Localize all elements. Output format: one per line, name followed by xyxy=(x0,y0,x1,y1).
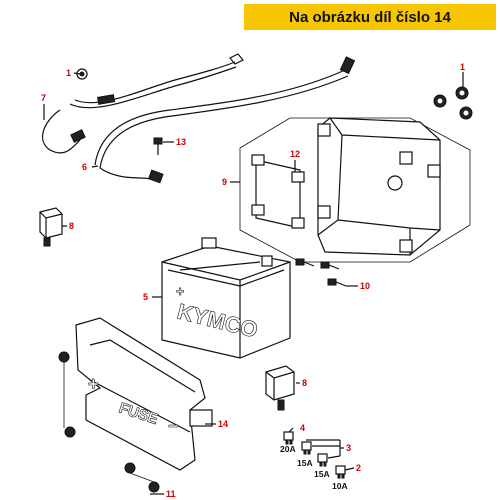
bolts-10 xyxy=(295,258,347,287)
callout-11: 11 xyxy=(166,489,176,499)
part-number-banner: Na obrázku díl číslo 14 xyxy=(244,4,496,30)
nuts-1-right xyxy=(433,86,473,120)
callout-10-bolts: 10 xyxy=(360,281,370,291)
callout-12: 12 xyxy=(290,149,300,159)
screws-11 xyxy=(58,351,160,493)
callout-2: 2 xyxy=(356,463,361,473)
callout-8-left: 8 xyxy=(69,221,74,231)
callout-9: 9 xyxy=(222,177,227,187)
callout-3: 3 xyxy=(346,443,351,453)
callout-1-left: 1 xyxy=(66,68,71,78)
leader-lines xyxy=(43,72,464,495)
battery-cable-7 xyxy=(42,53,244,154)
fuse-rating-20a: 20A xyxy=(280,444,296,454)
mount-plates-12 xyxy=(251,154,305,229)
relay-8-left xyxy=(39,207,63,247)
fuse-bracket-14: + FUSE − xyxy=(75,317,213,471)
callout-4: 4 xyxy=(300,423,305,433)
callout-14: 14 xyxy=(218,419,228,429)
battery-cable-6 xyxy=(94,56,356,184)
battery-plus-mark: + xyxy=(176,283,184,299)
callout-7: 7 xyxy=(41,93,46,103)
screw-13 xyxy=(153,137,163,155)
fuse-rating-15a-2: 15A xyxy=(314,469,330,479)
relay-8-bottom xyxy=(265,365,295,411)
callout-6: 6 xyxy=(82,162,87,172)
callout-13: 13 xyxy=(176,137,186,147)
callout-8-bottom: 8 xyxy=(302,378,307,388)
callout-5: 5 xyxy=(143,292,148,302)
battery-box-9 xyxy=(239,117,471,263)
fuses xyxy=(283,431,346,479)
battery-5: KYMCO + xyxy=(161,237,291,359)
fuse-rating-15a-1: 15A xyxy=(297,458,313,468)
fuse-rating-10a: 10A xyxy=(332,481,348,491)
bracket-minus-mark: − xyxy=(168,416,179,436)
bracket-plus-mark: + xyxy=(88,374,99,394)
callout-1-right: 1 xyxy=(460,62,465,72)
